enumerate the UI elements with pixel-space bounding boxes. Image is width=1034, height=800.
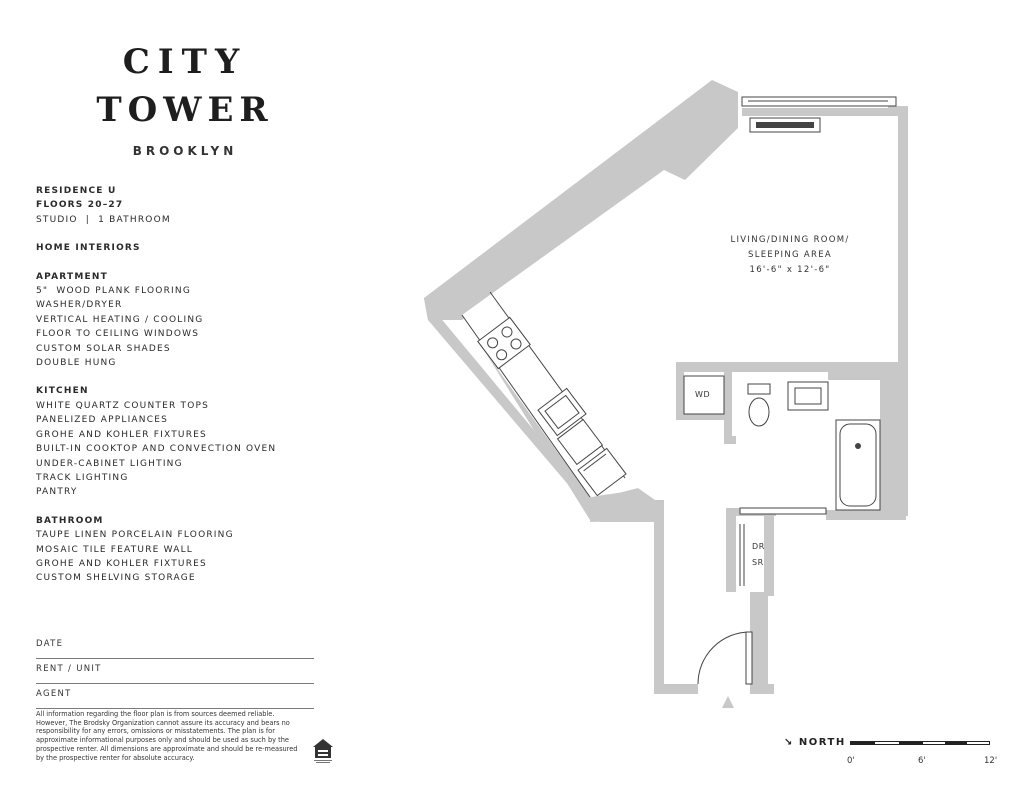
apartment-item: WASHER/DRYER — [36, 300, 123, 311]
apartment-item: VERTICAL HEATING / COOLING — [36, 314, 204, 325]
home-interiors-heading: HOME INTERIORS — [36, 243, 141, 254]
north-label: NORTH — [798, 737, 846, 748]
north-arrow-icon: ↘ — [784, 737, 794, 748]
bathroom-heading: BATHROOM — [36, 515, 104, 526]
living-floor — [742, 116, 898, 362]
scale-segment — [945, 742, 967, 744]
residence-floors: FLOORS 20–27 — [36, 200, 124, 211]
room-line2: SLEEPING AREA — [748, 250, 832, 260]
kitchen-item: WHITE QUARTZ COUNTER TOPS — [36, 400, 210, 411]
apartment-heading: APARTMENT — [36, 271, 108, 282]
vanity-sink-icon — [787, 381, 829, 411]
bathroom-item: MOSAIC TILE FEATURE WALL — [36, 544, 193, 555]
logo-line-city: CITY — [122, 42, 248, 82]
room-dimensions: 16'-6" x 12'-6" — [749, 265, 831, 275]
date-label: DATE — [36, 639, 64, 649]
washer-dryer-box — [683, 375, 725, 415]
scale-label-0: 0' — [847, 756, 855, 766]
dishwasher-icon — [556, 418, 604, 466]
logo-line-tower: TOWER — [96, 90, 274, 130]
refrigerator-icon — [577, 447, 627, 497]
bathroom-item: GROHE AND KOHLER FIXTURES — [36, 558, 207, 569]
scale-label-12: 12' — [984, 756, 998, 766]
kitchen-sink-icon — [537, 387, 587, 437]
bathroom-item: CUSTOM SHELVING STORAGE — [36, 573, 196, 584]
window-unit — [741, 96, 897, 133]
kitchen-floor — [462, 130, 742, 500]
entry-arrow-icon — [722, 696, 734, 708]
plan-walls — [424, 80, 908, 694]
equal-housing-icon — [313, 739, 333, 763]
kitchen-item: BUILT-IN COOKTOP AND CONVECTION OVEN — [36, 444, 277, 455]
closet-shelf — [739, 524, 745, 586]
dr-label: DR — [752, 542, 765, 551]
residence-type: STUDIO | 1 BATHROOM — [36, 214, 171, 225]
living-room-label: LIVING/DINING ROOM/ SLEEPING AREA 16'-6"… — [720, 233, 860, 278]
kitchen-heading: KITCHEN — [36, 386, 89, 397]
room-line1: LIVING/DINING ROOM/ — [730, 235, 850, 245]
logo-line-brooklyn: BROOKLYN — [132, 144, 238, 158]
residence-specs: RESIDENCE U FLOORS 20–27 STUDIO | 1 BATH… — [36, 184, 336, 586]
agent-field[interactable]: AGENT — [36, 684, 314, 709]
apartment-item: CUSTOM SOLAR SHADES — [36, 343, 171, 354]
toilet-icon — [747, 383, 771, 427]
bath-door — [739, 507, 827, 515]
north-indicator: ↘ NORTH — [784, 737, 846, 748]
wd-label: WD — [695, 390, 711, 399]
legal-disclaimer: All information regarding the floor plan… — [36, 710, 298, 762]
rent-unit-label: RENT / UNIT — [36, 664, 102, 674]
kitchen-item: TRACK LIGHTING — [36, 472, 129, 483]
residence-name: RESIDENCE U — [36, 186, 117, 196]
apartment-item: FLOOR TO CEILING WINDOWS — [36, 329, 200, 340]
apartment-item: DOUBLE HUNG — [36, 358, 117, 369]
kitchen-item: UNDER-CABINET LIGHTING — [36, 458, 183, 469]
kitchen-item: PANELIZED APPLIANCES — [36, 415, 168, 426]
sr-label: SR — [752, 558, 764, 567]
scale-bar — [850, 741, 990, 745]
agent-form: DATE RENT / UNIT AGENT — [36, 634, 314, 709]
entry-door — [697, 631, 753, 685]
rent-unit-field[interactable]: RENT / UNIT — [36, 659, 314, 684]
apartment-item: 5" WOOD PLANK FLOORING — [36, 286, 191, 297]
scale-label-6: 6' — [918, 756, 926, 766]
kitchen-item: GROHE AND KOHLER FIXTURES — [36, 429, 207, 440]
scale-segment — [851, 742, 875, 744]
scale-segment — [899, 742, 923, 744]
cooktop-icon — [477, 316, 531, 370]
kitchen-item: PANTRY — [36, 487, 78, 498]
bathtub-icon — [835, 419, 881, 511]
date-field[interactable]: DATE — [36, 634, 314, 659]
bathroom-item: TAUPE LINEN PORCELAIN FLOORING — [36, 530, 234, 541]
agent-label: AGENT — [36, 689, 72, 699]
city-tower-logo: CITY TOWER BROOKLYN — [60, 42, 310, 158]
